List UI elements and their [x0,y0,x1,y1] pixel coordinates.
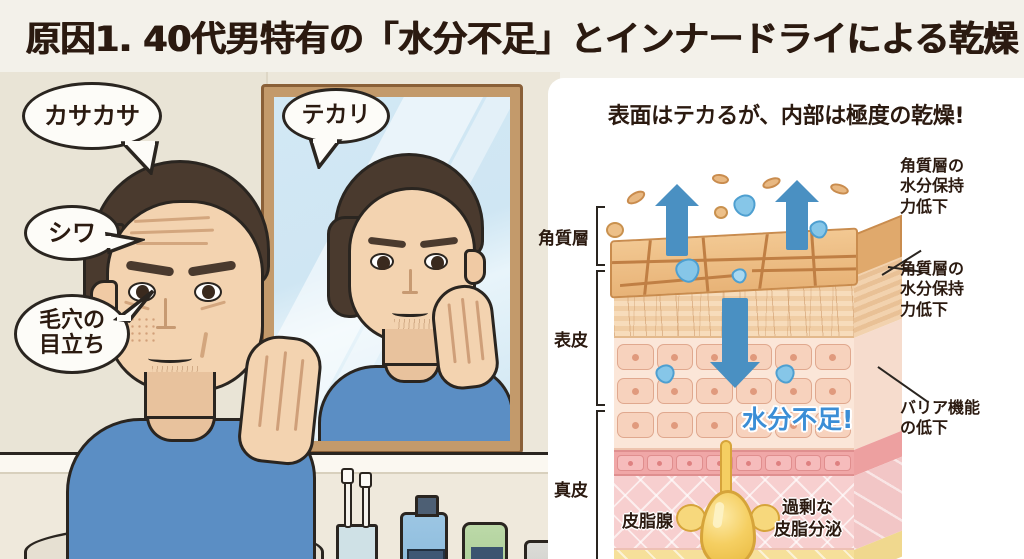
speech-bubble-kasakasa-text: カサカサ [44,101,140,130]
reflection-hand [428,282,502,392]
skin-flake-1 [624,188,648,207]
speech-tail-keana [113,289,155,323]
arrow-evaporation-right-shaft [786,198,808,250]
dead-cell-particle-2 [714,206,728,219]
speech-bubble-tekari: テカリ [282,88,390,169]
callout-1-line3: 力低下 [900,196,949,216]
toner-bottle-label [407,549,445,559]
toner-bottle-cap [415,495,439,517]
green-face-wash-tube [462,522,508,559]
speech-bubble-keana-line1: 毛穴の [38,308,105,334]
skin-diagram-panel: 表面はテカるが、内部は極度の乾燥! 角質層 表皮 真皮 [538,78,1024,559]
reflection-nostril [402,291,418,294]
arrow-evaporation-left-head [655,184,699,206]
speech-bubble-keana-line2: 目立ち [38,333,105,358]
mirror-glass [274,97,510,441]
panel-title: 表面はテカるが、内部は極度の乾燥! [607,104,965,129]
mirror-frame [261,84,523,454]
layer-basal [614,450,854,476]
speech-bubble-kasakasa: カサカサ [22,82,162,175]
layer-label-epidermis: 表皮 [554,331,588,351]
skin-flake-4 [828,180,851,198]
arrow-inward-shaft [722,298,748,364]
callout-2-line1: 角質層の [900,259,965,278]
dry-text-label: 水分不足! [742,405,854,434]
toothbrush-cup [336,524,378,559]
callout-1-line2: 水分保持 [900,176,965,196]
layer-label-corneum: 角質層 [538,229,589,249]
speech-bubble-shiwa: シワ [24,205,145,261]
callout-2-line3: 力低下 [900,299,949,319]
page-title: 原因1. 40代男特有の「水分不足」とインナードライによる乾燥 [26,19,1019,60]
skin-cross-section: 水分不足! 皮脂腺 過剰な 皮脂分泌 [606,171,902,559]
reflection-pupil-left [377,256,390,270]
excess-sebum-label-line1: 過剰な [782,498,833,518]
callout-1: 角質層の 水分保持 力低下 [900,156,964,217]
title-bar: 原因1. 40代男特有の「水分不足」とインナードライによる乾燥 [0,0,1024,72]
man-front [60,160,350,559]
layer-label-dermis: 真皮 [554,481,588,501]
bracket-corneum [596,206,605,266]
water-droplet-1 [729,189,761,221]
reflection-mouth [392,309,428,317]
reflection-pupil-right [431,256,444,270]
mirror-reflection-man [316,153,510,441]
callout-2: 角質層の 水分保持 力低下 [900,259,964,320]
speech-tail-kasakasa [121,141,160,175]
side-epidermis [854,318,902,450]
epidermis-cell-row-3 [614,410,854,440]
forehead-wrinkle-3 [136,242,208,245]
callout-2-line2: 水分保持 [900,279,965,299]
callout-1-line1: 角質層の [900,156,965,175]
skin-flake-2 [710,171,731,187]
excess-sebum-label-line2: 皮脂分泌 [774,520,842,540]
man-nose [164,298,167,328]
man-hand [235,332,325,468]
speech-bubble-keana: 毛穴の 目立ち [14,289,155,374]
sebaceous-gland-label: 皮脂腺 [622,512,673,532]
speech-bubble-shiwa-text: シワ [48,218,96,247]
reflection-nose [409,269,412,293]
reflection-ear [464,249,486,285]
callout-3: バリア機能 の低下 [900,398,980,439]
bracket-epidermis [596,270,605,406]
speech-tail-shiwa [105,231,145,255]
skin-block-front: 水分不足! 皮脂腺 過剰な 皮脂分泌 [606,171,858,559]
dead-cell-particle-1 [606,222,624,238]
man-nostril [156,326,176,329]
arrow-evaporation-right-head [775,180,819,202]
toothbrush-1-head [341,468,354,484]
speech-tail-tekari [309,139,343,169]
bracket-dermis [596,410,605,559]
bathroom-scene: テカリ [0,72,560,559]
green-tube-label [471,547,503,559]
speech-bubble-tekari-text: テカリ [301,102,371,129]
arrow-inward-head [710,362,760,388]
toothbrush-2-head [359,472,372,488]
sebaceous-gland [700,490,756,559]
man-mouth [148,354,192,363]
callout-3-line1: バリア機能 [900,398,981,417]
arrow-evaporation-left-shaft [666,202,688,256]
callout-3-line2: の低下 [900,418,949,438]
toothbrush-2-handle [362,484,370,528]
blue-toner-bottle [400,495,448,559]
man-pupil-right [202,285,215,299]
